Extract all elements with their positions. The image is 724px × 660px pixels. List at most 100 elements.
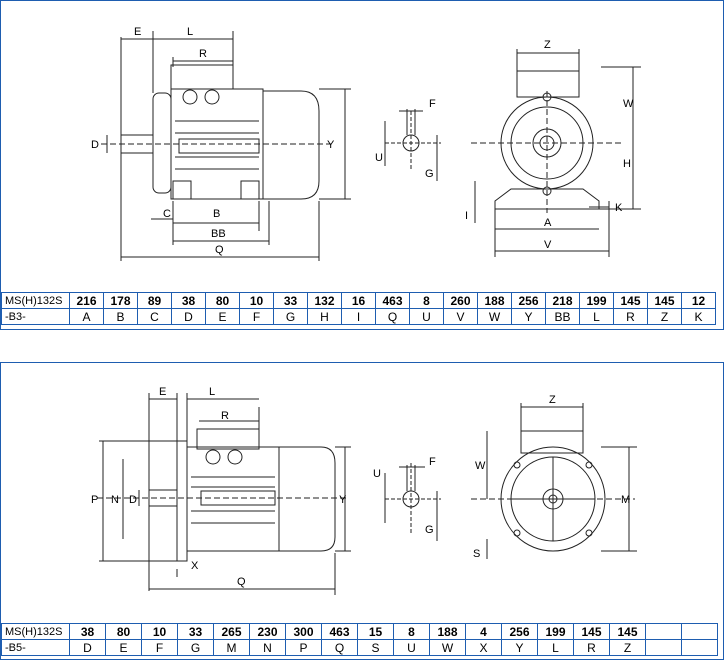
b5-flange xyxy=(176,440,188,562)
b5-value-cell: 199 xyxy=(537,623,574,640)
b5-model-label: MS(H)132S xyxy=(1,623,70,640)
b5-label-Q: Q xyxy=(237,576,246,588)
b5-value-cell: 188 xyxy=(429,623,466,640)
b5-letter-cell: D xyxy=(69,639,106,656)
b3-label-D: D xyxy=(91,139,99,151)
b3-letter-cell: A xyxy=(69,308,104,325)
b5-terminal-box xyxy=(196,428,260,450)
b5-letter-cell: W xyxy=(429,639,466,656)
b5-label-Y: Y xyxy=(339,494,347,506)
b5-letter-cell: F xyxy=(141,639,178,656)
b3-label-L: L xyxy=(187,26,193,38)
b5-letter-cell: Y xyxy=(501,639,538,656)
b5-letter-cell: U xyxy=(393,639,430,656)
b3-value-cell: 145 xyxy=(647,292,682,309)
b5-label-W: W xyxy=(475,460,486,472)
b5-value-cell: 10 xyxy=(141,623,178,640)
b3-value-cell: 216 xyxy=(69,292,104,309)
b3-letter-cell: BB xyxy=(545,308,580,325)
b3-label-B: B xyxy=(213,208,220,220)
b5-letter-cell: G xyxy=(177,639,214,656)
b5-letter-cell: P xyxy=(285,639,322,656)
b5-value-cell: 145 xyxy=(609,623,646,640)
b3-letter-cell: Y xyxy=(511,308,546,325)
b5-letter-cell xyxy=(681,639,718,656)
b5-label-M: M xyxy=(621,494,630,506)
b3-letter-cell: D xyxy=(171,308,206,325)
b3-label-Q: Q xyxy=(215,244,224,256)
b5-letter-cell: Q xyxy=(321,639,358,656)
b5-label-L: L xyxy=(209,386,215,398)
b5-value-cell: 15 xyxy=(357,623,394,640)
b5-value-cell: 33 xyxy=(177,623,214,640)
b3-letter-cell: W xyxy=(477,308,512,325)
b3-letter-cell: V xyxy=(443,308,478,325)
b3-value-cell: 260 xyxy=(443,292,478,309)
b3-value-cell: 145 xyxy=(613,292,648,309)
b5-label-Z: Z xyxy=(549,394,556,406)
b3-letter-cell: R xyxy=(613,308,648,325)
b3-letter-cell: F xyxy=(239,308,274,325)
b3-label-F: F xyxy=(429,98,436,110)
b3-letter-cell: U xyxy=(409,308,444,325)
b5-letter-cell: S xyxy=(357,639,394,656)
b3-value-cell: 218 xyxy=(545,292,580,309)
b3-label-V: V xyxy=(544,239,552,251)
b5-letter-cell: M xyxy=(213,639,250,656)
b3-label-G: G xyxy=(425,168,434,180)
b3-label-R: R xyxy=(199,48,207,60)
b3-label-BB: BB xyxy=(211,228,226,240)
b3-flange-shield xyxy=(152,92,172,194)
b5-label-S: S xyxy=(473,548,480,560)
b3-panel: E L R D Y C B BB Q F U G Z W H I A K V M… xyxy=(0,0,724,330)
b3-letter-cell: G xyxy=(273,308,308,325)
b5-value-cell: 463 xyxy=(321,623,358,640)
b3-value-cell: 463 xyxy=(375,292,410,309)
b5-fan-cover xyxy=(278,446,336,552)
b3-label-W: W xyxy=(623,98,634,110)
b5-label-E: E xyxy=(159,386,166,398)
b5-value-cell: 4 xyxy=(465,623,502,640)
b5-mount-label: -B5- xyxy=(1,639,70,656)
b3-value-cell: 178 xyxy=(103,292,138,309)
b3-drawing: E L R D Y C B BB Q F U G Z W H I A K V xyxy=(91,26,641,261)
b3-letter-cell: C xyxy=(137,308,172,325)
b3-label-Y: Y xyxy=(327,139,335,151)
b5-value-cell: 8 xyxy=(393,623,430,640)
b5-value-cell xyxy=(645,623,682,640)
b5-letter-cell: X xyxy=(465,639,502,656)
b3-value-cell: 80 xyxy=(205,292,240,309)
b3-terminal-box xyxy=(170,64,234,90)
b5-label-R: R xyxy=(221,410,229,422)
b5-label-F: F xyxy=(429,456,436,468)
b3-value-cell: 8 xyxy=(409,292,444,309)
b3-value-cell: 12 xyxy=(681,292,716,309)
b3-value-cell: 256 xyxy=(511,292,546,309)
b5-value-cell: 230 xyxy=(249,623,286,640)
b3-letter-cell: Z xyxy=(647,308,682,325)
b5-label-P: P xyxy=(91,494,98,506)
b5-label-G: G xyxy=(425,524,434,536)
b3-label-A: A xyxy=(544,217,552,229)
b3-letter-cell: B xyxy=(103,308,138,325)
b3-label-H: H xyxy=(623,158,631,170)
b3-value-cell: 10 xyxy=(239,292,274,309)
b3-letter-cell: I xyxy=(341,308,376,325)
b5-panel: E L R P N D Y X Q F U G Z W M S MS(H)132… xyxy=(0,362,724,660)
b3-letter-cell: K xyxy=(681,308,716,325)
b3-label-E: E xyxy=(134,26,141,38)
b5-letter-cell: L xyxy=(537,639,574,656)
b5-value-cell: 300 xyxy=(285,623,322,640)
b5-letter-cell: N xyxy=(249,639,286,656)
b3-label-U: U xyxy=(375,152,383,164)
b5-letter-cell: E xyxy=(105,639,142,656)
b3-value-cell: 89 xyxy=(137,292,172,309)
b5-label-U: U xyxy=(373,468,381,480)
b3-value-cell: 33 xyxy=(273,292,308,309)
b5-value-cell: 256 xyxy=(501,623,538,640)
b5-label-D: D xyxy=(129,494,137,506)
